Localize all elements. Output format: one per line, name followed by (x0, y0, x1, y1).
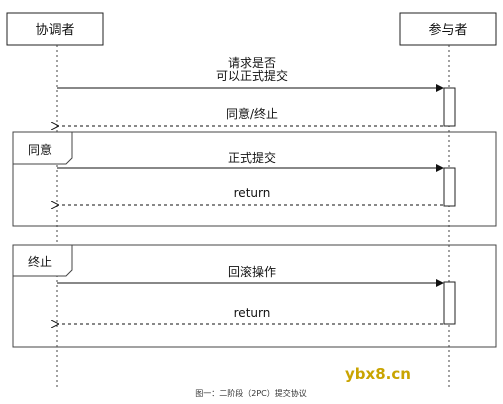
fragment-agree-label: 同意 (28, 142, 52, 157)
fragment-agree: 同意 (12, 131, 497, 227)
activation-bar-3 (443, 281, 456, 325)
participant-label: 参与者 (428, 22, 467, 38)
fragment-abort: 终止 (12, 244, 497, 348)
message-agree-abort: 同意/终止 (226, 106, 278, 121)
message-return-2: return (234, 306, 271, 320)
message-commit: 正式提交 (228, 150, 276, 165)
coordinator-box: 协调者 (6, 12, 104, 46)
watermark: ybx8.cn (345, 365, 411, 383)
activation-bar-1 (443, 87, 456, 127)
message-request-line1: 请求是否 (228, 56, 276, 70)
message-request-line2: 可以正式提交 (216, 68, 288, 83)
coordinator-label: 协调者 (35, 23, 74, 38)
figure-caption: 图一：二阶段（2PC）提交协议 (195, 388, 307, 398)
participant-box: 参与者 (399, 12, 497, 46)
message-rollback: 回滚操作 (228, 264, 276, 279)
fragment-abort-label: 终止 (28, 254, 52, 269)
message-return-1: return (234, 186, 271, 200)
activation-bar-2 (443, 167, 456, 207)
